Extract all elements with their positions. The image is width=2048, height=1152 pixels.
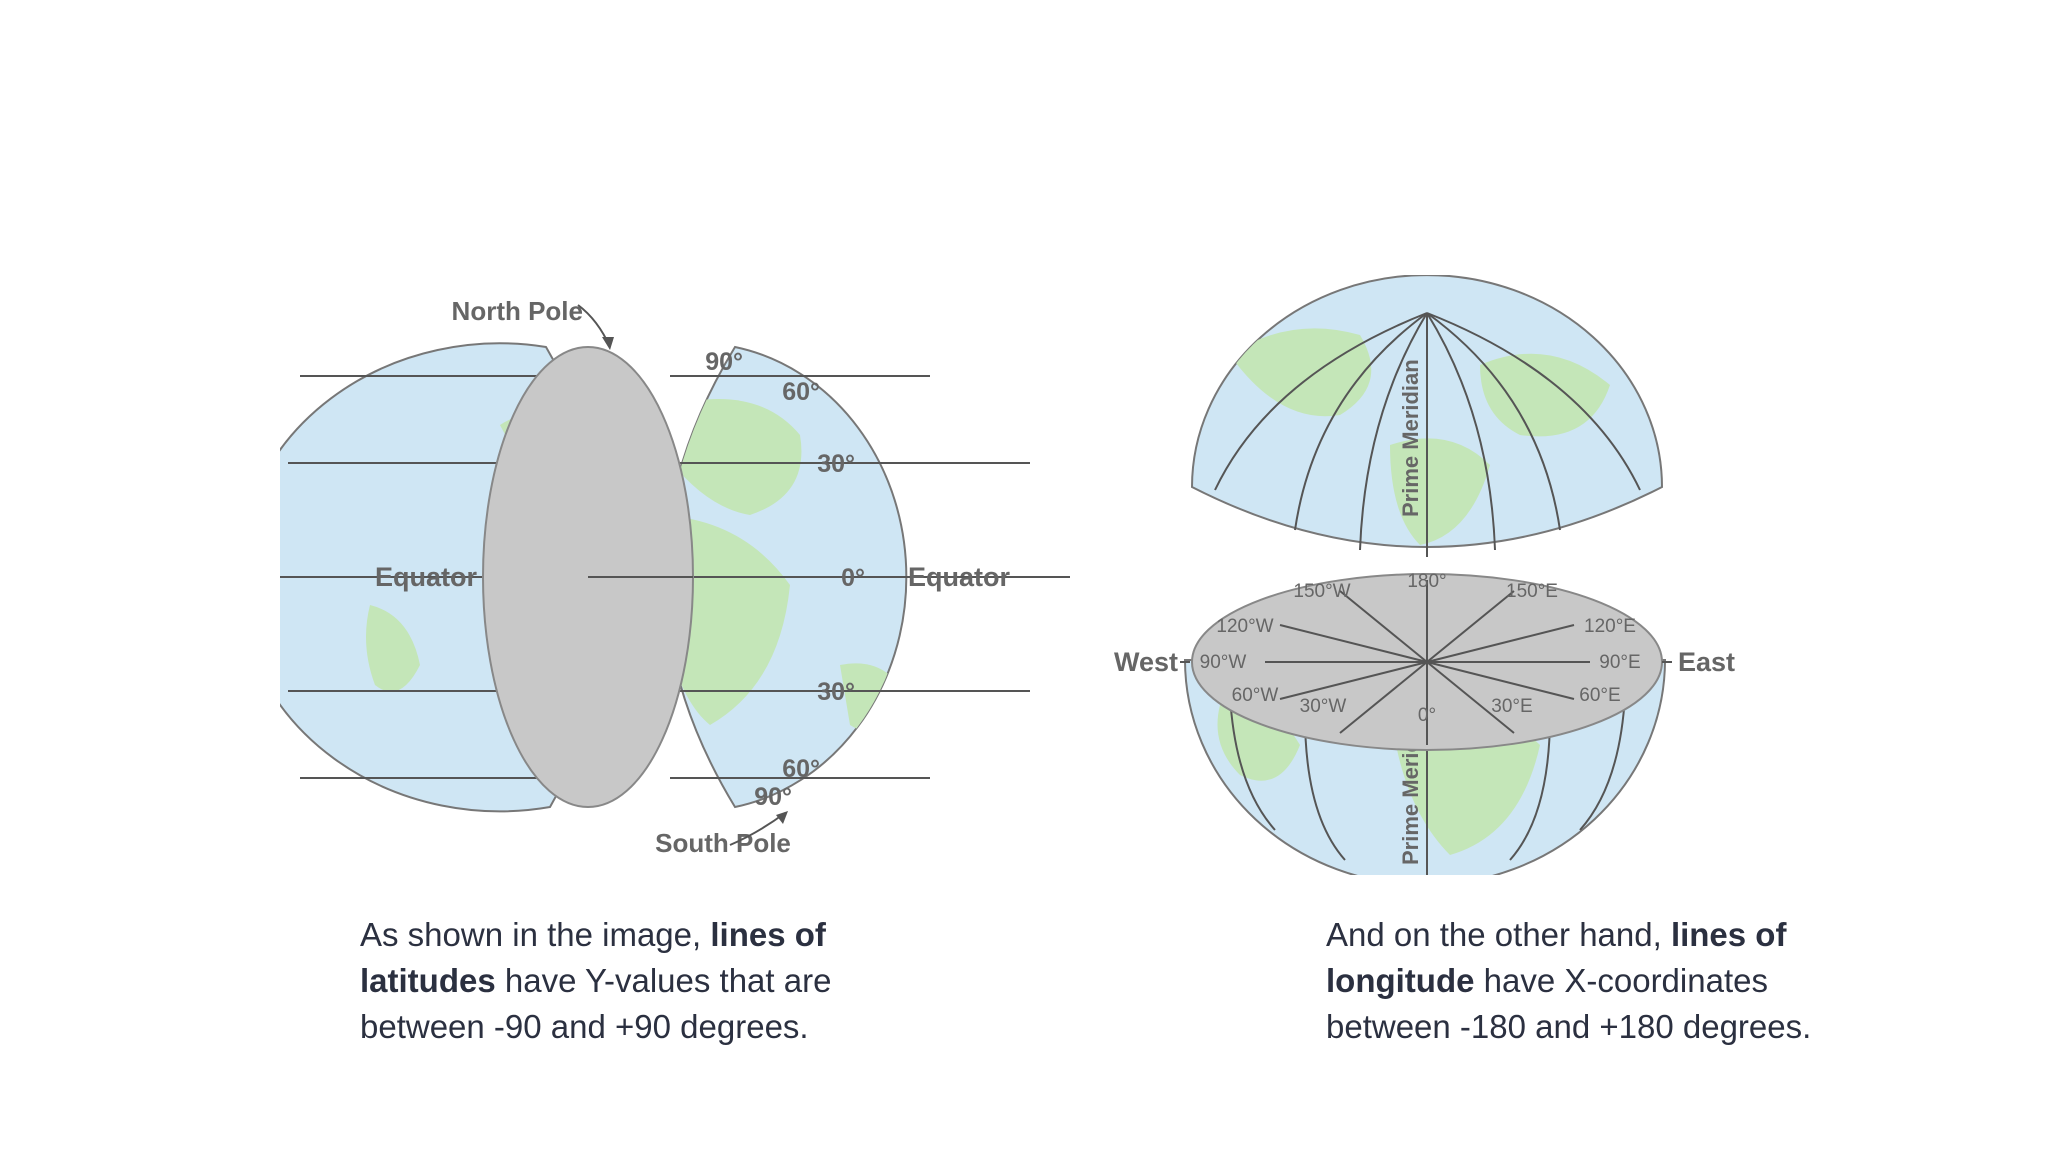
lon-label-30e: 30°E [1491, 696, 1532, 717]
lon-label-150w: 150°W [1293, 581, 1350, 602]
lat-label-30n: 30° [817, 450, 855, 478]
land-mass [1390, 438, 1490, 545]
lat-label-30s: 30° [817, 678, 855, 706]
lon-label-150e: 150°E [1506, 581, 1558, 602]
lat-label-0: 0° [841, 564, 865, 592]
longitude-spokes [1265, 580, 1590, 745]
west-label: West [1114, 647, 1178, 677]
south-pole-label: South Pole [655, 828, 791, 858]
lon-label-60e: 60°E [1579, 685, 1620, 706]
land-mass [366, 605, 420, 692]
caption-text: As shown in the image, [360, 916, 711, 953]
land-mass [1230, 328, 1372, 417]
lon-label-180: 180° [1407, 571, 1446, 592]
caption-emphasis: lines of latitudes [360, 916, 826, 999]
lon-label-90e: 90°E [1599, 652, 1640, 673]
south-pole-arrowhead [776, 811, 788, 824]
caption-text: have X-coordinates between -180 and +180… [1326, 962, 1812, 1045]
top-hemisphere: Prime Meridian [1190, 275, 1664, 557]
lon-label-120w: 120°W [1216, 616, 1273, 637]
land-mass [1480, 353, 1610, 437]
east-label: East [1678, 647, 1735, 677]
lon-label-0: 0° [1418, 705, 1436, 726]
lat-label-60s: 60° [782, 755, 820, 783]
lon-label-60w: 60°W [1232, 685, 1279, 706]
lon-label-30w: 30°W [1300, 696, 1347, 717]
latitude-caption: As shown in the image, lines of latitude… [360, 912, 890, 1050]
lon-label-120e: 120°E [1584, 616, 1636, 637]
caption-text: have Y-values that are between -90 and +… [360, 962, 832, 1045]
lat-label-60n: 60° [782, 378, 820, 406]
north-pole-arrowhead [602, 337, 614, 350]
bottom-hemisphere: Prime Meridian 150°W 180° [1183, 571, 1667, 875]
caption-text: And on the other hand, [1326, 916, 1671, 953]
prime-meridian-label-top: Prime Meridian [1398, 359, 1423, 517]
longitude-caption: And on the other hand, lines of longitud… [1326, 912, 1886, 1050]
longitude-diagram: Prime Meridian Prime Meridian [1114, 275, 1735, 875]
north-pole-label: North Pole [452, 296, 583, 326]
latitude-diagram: Equator 90° 60° 30° 0° Equator 30° 60° 9… [280, 296, 1070, 858]
equator-label-right: Equator [908, 562, 1010, 592]
caption-emphasis: lines of longitude [1326, 916, 1787, 999]
lat-label-90n: 90° [705, 348, 743, 376]
lat-label-90s: 90° [754, 783, 792, 811]
equator-label-left: Equator [375, 562, 477, 592]
lon-label-90w: 90°W [1200, 652, 1247, 673]
